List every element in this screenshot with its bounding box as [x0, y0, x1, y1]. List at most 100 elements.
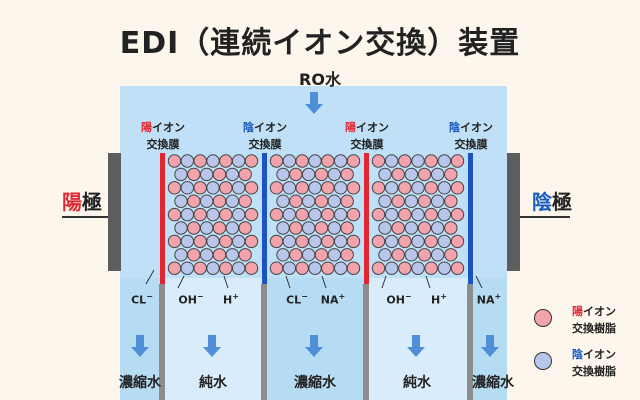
ion-migration-arrow [321, 275, 327, 289]
cation-resin-bead [212, 194, 227, 208]
anion-resin-bead [430, 194, 445, 208]
anion-resin-bead [282, 181, 297, 195]
anion-resin-bead [231, 181, 246, 195]
cation-resin-bead [295, 207, 309, 222]
anion-resin-bead [301, 167, 316, 182]
channel-divider [467, 284, 473, 400]
anion-resin-bead [308, 181, 322, 195]
cation-resin-bead [269, 154, 284, 168]
anion-resin-bead [206, 261, 220, 275]
anion-resin-bead [174, 167, 188, 182]
cation-resin-bead [289, 221, 303, 235]
anion-resin-bead [180, 207, 195, 222]
cation-resin-bead [212, 167, 227, 182]
anion-resin-bead [276, 248, 290, 262]
cation-resin-bead [295, 261, 309, 275]
cation-resin-bead [167, 181, 182, 195]
ion-label: CL− [131, 292, 153, 307]
cation-resin-bead [269, 207, 284, 222]
anion-resin-bead [180, 154, 195, 168]
anion-resin-bead [378, 167, 392, 182]
cation-resin-bead [187, 221, 201, 235]
cation-resin-bead [346, 181, 361, 195]
anion-resin-bead [206, 207, 220, 222]
cation-resin-bead [244, 181, 259, 195]
anion-resin-bead [308, 207, 322, 222]
ion-migration-arrow [425, 275, 431, 289]
cation-resin-bead [244, 261, 259, 275]
anion-resin-bead [384, 207, 399, 222]
output-label-concentrate: 濃縮水 [119, 375, 161, 391]
page-title: EDI（連続イオン交換）装置 [119, 26, 521, 61]
anion-resin-bead [225, 248, 240, 262]
anion-resin-bead [384, 261, 399, 275]
ion-migration-arrow [223, 275, 229, 289]
cation-resin-bead [424, 154, 438, 168]
anion-resin-bead [437, 154, 452, 168]
cation-resin-bead [314, 167, 329, 182]
ion-label: NA+ [476, 292, 502, 307]
cation-resin-bead [244, 154, 259, 168]
anion-resin-bead [411, 181, 425, 195]
outflow-arrow-icon [203, 347, 221, 357]
cation-resin-bead [321, 234, 335, 249]
anion-resin-bead [333, 234, 348, 249]
cation-resin-bead [444, 221, 458, 235]
anion-resin-bead [437, 181, 452, 195]
feed-arrow-icon [305, 104, 323, 114]
cation-resin-bead [219, 154, 233, 168]
ion-migration-arrow [475, 275, 483, 289]
cation-resin-bead [371, 207, 386, 222]
ion-label: H+ [431, 292, 447, 307]
membrane-label: 陰イオン 交換膜 [243, 121, 287, 151]
anion-resin-bead [411, 261, 425, 275]
cation-resin-bead [219, 181, 233, 195]
outflow-arrow-icon [208, 335, 216, 347]
cation-resin-bead [167, 154, 182, 168]
cation-resin-swatch [534, 309, 552, 327]
outflow-arrow-icon [136, 335, 144, 347]
anion-resin-bead [333, 261, 348, 275]
anion-resin-bead [301, 194, 316, 208]
anion-resin-bead [404, 248, 419, 262]
anion-resin-bead [206, 234, 220, 249]
anode-wire [62, 216, 108, 218]
outflow-arrow-icon [407, 347, 425, 357]
anion-resin-bead [301, 221, 316, 235]
anion-resin-bead [437, 207, 452, 222]
anion-resin-bead [333, 207, 348, 222]
anion-resin-bead [282, 261, 297, 275]
anion-resin-bead [430, 248, 445, 262]
cation-resin-bead [398, 154, 412, 168]
cation-resin-bead [398, 234, 412, 249]
cation-resin-bead [424, 234, 438, 249]
anion-resin-bead [180, 181, 195, 195]
cation-resin-bead [187, 167, 201, 182]
anode-electrode [108, 153, 121, 271]
cation-resin-bead [391, 221, 405, 235]
cation-resin-bead [193, 234, 207, 249]
cation-resin-bead [295, 234, 309, 249]
outflow-arrow-icon [486, 335, 494, 347]
anion-resin-bead [327, 194, 342, 208]
anion-resin-bead [231, 154, 246, 168]
anion-resin-bead [404, 221, 419, 235]
anion-resin-bead [225, 221, 240, 235]
cation-resin-bead [321, 207, 335, 222]
channel-divider [363, 284, 369, 400]
anion-resin-bead [378, 248, 392, 262]
anion-resin-bead [174, 194, 188, 208]
cation-resin-bead [444, 194, 458, 208]
output-label-concentrate: 濃縮水 [472, 375, 514, 391]
cation-resin-bead [314, 221, 329, 235]
cation-resin-bead [212, 221, 227, 235]
cation-resin-bead [187, 248, 201, 262]
cathode-wire [520, 216, 570, 218]
anion-resin-bead [411, 207, 425, 222]
anion-resin-bead [174, 221, 188, 235]
membrane-label: 陽イオン 交換膜 [141, 121, 185, 151]
channel-divider [159, 284, 165, 400]
cation-resin-bead [450, 181, 465, 195]
anion-resin-bead [327, 221, 342, 235]
